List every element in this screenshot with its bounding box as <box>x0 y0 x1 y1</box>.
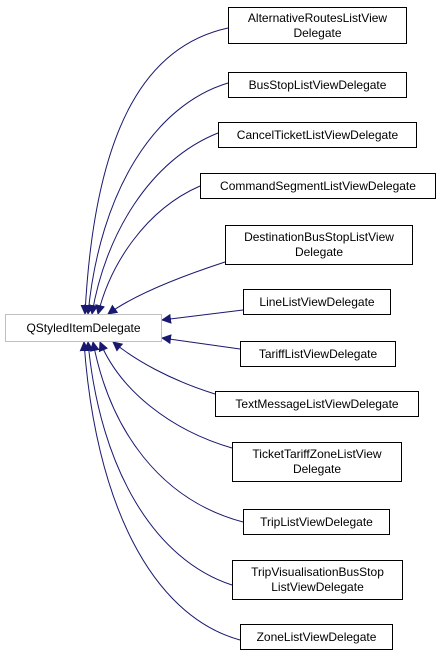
edge-line <box>161 309 244 324</box>
zone-node[interactable]: ZoneListViewDelegate <box>240 624 393 650</box>
commandsegment-node[interactable]: CommandSegmentListViewDelegate <box>200 173 436 199</box>
edge-zone <box>79 341 241 641</box>
qstyleditemdelegate-node[interactable]: QStyledItemDelegate <box>5 314 162 342</box>
edge-textmessage <box>112 341 216 395</box>
trip-node[interactable]: TripListViewDelegate <box>243 509 390 535</box>
alternativeroutes-node[interactable]: AlternativeRoutesListView Delegate <box>228 7 407 44</box>
edge-busstop <box>83 82 229 315</box>
edge-alternativeroutes <box>80 27 229 315</box>
tariff-node[interactable]: TariffListViewDelegate <box>240 341 396 367</box>
edge-tariff <box>161 334 241 350</box>
textmessage-node[interactable]: TextMessageListViewDelegate <box>215 391 419 417</box>
edge-tickettariffzone <box>98 341 233 449</box>
edge-trip <box>89 341 244 523</box>
edge-cancelticket <box>88 132 219 315</box>
tickettariffzone-node[interactable]: TicketTariffZoneListView Delegate <box>232 442 402 482</box>
edge-commandsegment <box>95 185 201 315</box>
tripvisualisationbusstop-node[interactable]: TripVisualisationBusStop ListViewDelegat… <box>232 560 403 600</box>
edge-tripvisualisationbusstop <box>83 341 233 586</box>
cancelticket-node[interactable]: CancelTicketListViewDelegate <box>218 122 417 148</box>
busstop-node[interactable]: BusStopListViewDelegate <box>228 72 407 98</box>
destinationbusstop-node[interactable]: DestinationBusStopListView Delegate <box>225 225 413 265</box>
edge-destinationbusstop <box>107 261 226 315</box>
line-node[interactable]: LineListViewDelegate <box>243 289 391 315</box>
